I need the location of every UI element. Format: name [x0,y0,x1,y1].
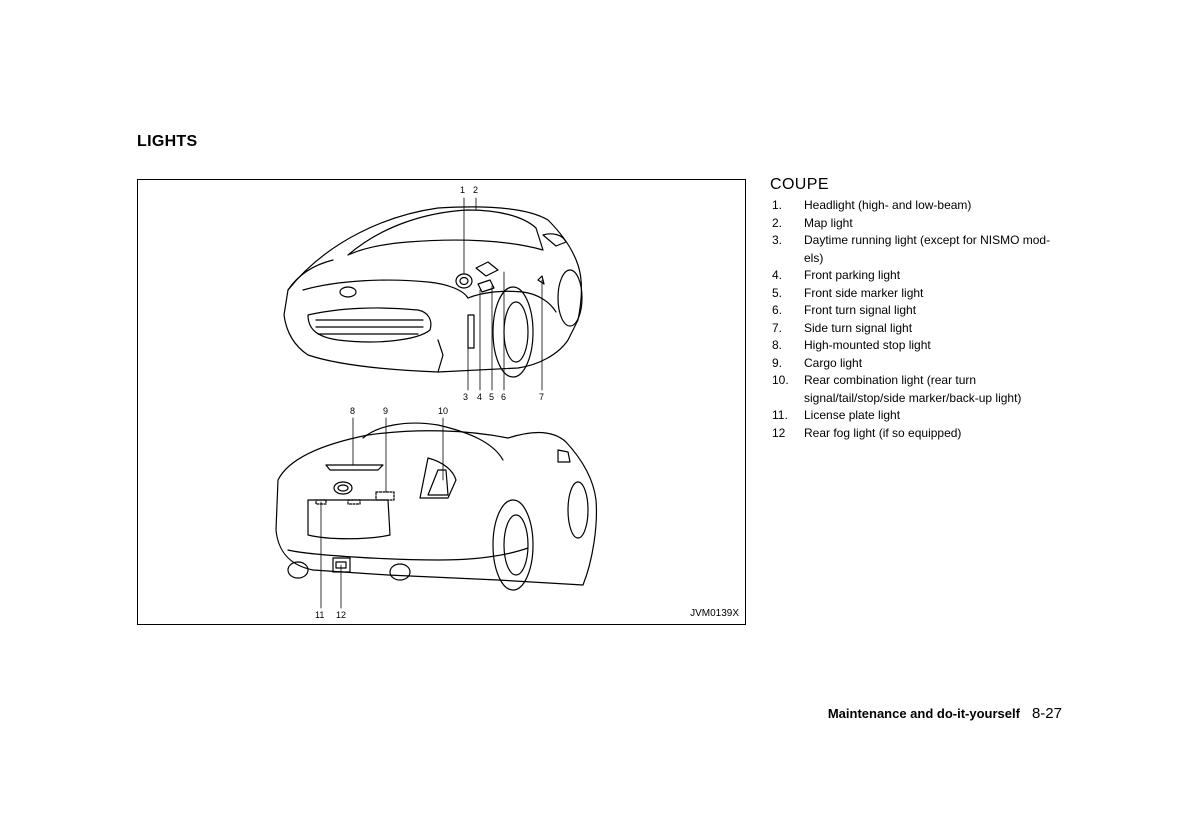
callout-11: 11 [315,610,325,620]
callout-8: 8 [350,406,356,416]
callout-12: 12 [336,610,347,620]
legend-text: Map light [804,215,853,230]
legend-text: Daytime running light (except for NISMO … [804,233,1051,265]
lights-legend: 1. Headlight (high- and low-beam) 2. Map l… [772,197,1068,442]
rear-car-drawing [275,422,597,591]
callout-9: 9 [383,406,389,416]
legend-number: 11. [772,408,788,422]
legend-number: 3. [772,233,783,247]
legend-text: License plate light [804,408,901,422]
legend-item: 6. Front turn signal light [772,302,1068,320]
front-car-drawing [283,206,583,378]
legend-number: 4. [772,268,783,282]
legend-number: 5. [772,285,783,300]
legend-text: Cargo light [804,355,863,370]
legend-item: 9. Cargo light [772,355,1068,373]
legend-item: 2. Map light [772,215,1068,233]
callout-7: 7 [539,392,545,402]
callout-6: 6 [501,392,507,402]
legend-item: 10. Rear combination light (rear turn sig… [772,372,1068,407]
legend-number: 6. [772,303,783,317]
callout-10: 10 [438,406,449,416]
legend-text: Front parking light [804,268,901,282]
legend-number: 12 [772,425,786,440]
legend-number: 9. [772,355,783,370]
legend-item: 3. Daytime running light (except for NISM… [772,232,1068,267]
legend-item: 12 Rear fog light (if so equipped) [772,425,1068,443]
legend-text: Side turn signal light [804,320,913,335]
car-illustration [275,197,597,609]
lights-figure: 1 2 3 4 5 6 7 8 9 10 11 12 JVM0139X [137,179,746,625]
legend-text: Front side marker light [804,285,924,300]
legend-item: 1. Headlight (high- and low-beam) [772,197,1068,215]
legend-number: 1. [772,198,783,212]
page-footer: Maintenance and do-it-yourself 8-27 [828,705,1062,722]
callout-1: 1 [460,185,466,195]
legend-number: 2. [772,215,783,230]
callout-4: 4 [477,392,483,402]
legend-text: Rear fog light (if so equipped) [804,425,962,440]
legend-number: 10. [772,373,789,387]
callout-2: 2 [473,185,479,195]
chapter-title: Maintenance and do-it-yourself [827,706,1020,721]
legend-text: Headlight (high- and low-beam) [804,198,972,212]
legend-item: 5. Front side marker light [772,285,1068,303]
legend-text: High-mounted stop light [804,338,931,352]
legend-number: 7. [772,320,783,335]
legend-item: 7. Side turn signal light [772,320,1068,338]
legend-number: 8. [772,338,783,352]
callout-3: 3 [463,392,469,402]
legend-text: Rear combination light (rear turn signal… [804,373,1022,405]
legend-item: 8. High-mounted stop light [772,337,1068,355]
subsection-title: COUPE [770,176,829,193]
page-number: 8-27 [1031,705,1062,722]
figure-code: JVM0139X [690,608,739,619]
callout-5: 5 [489,392,495,402]
legend-item: 4. Front parking light [772,267,1068,285]
legend-text: Front turn signal light [804,303,917,317]
section-title: LIGHTS [137,133,198,150]
legend-item: 11. License plate light [772,407,1068,425]
